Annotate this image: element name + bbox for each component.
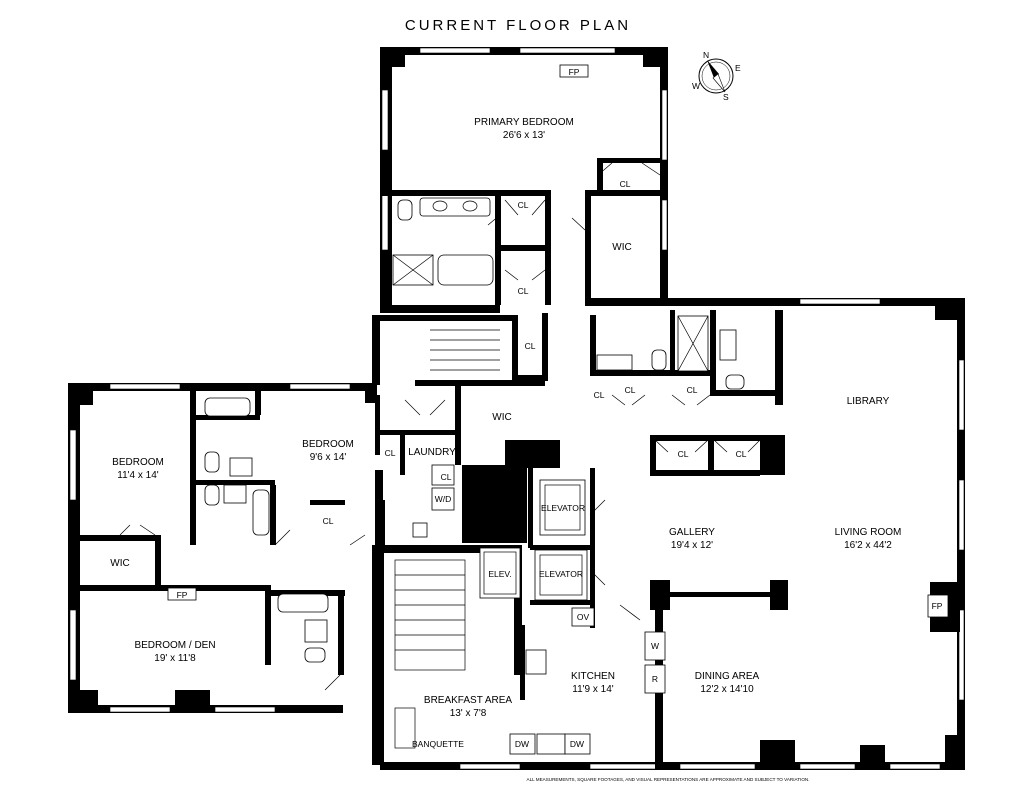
room-living-room: LIVING ROOM 16'2 x 44'2 <box>835 527 902 551</box>
room-name: GALLERY <box>669 527 715 538</box>
fixture-labels: FP FP FP W/D ELEVATOR ELEV. ELEVATOR OV … <box>177 67 943 749</box>
room-library: LIBRARY <box>847 396 890 407</box>
closet-label: CL <box>625 385 636 395</box>
room-bedroom-left: BEDROOM 11'4 x 14' <box>112 457 164 481</box>
wic-label: WIC <box>110 558 129 569</box>
closet-label: CL <box>687 385 698 395</box>
elevator-label: ELEVATOR <box>541 503 585 513</box>
fireplace-label: FP <box>569 67 580 77</box>
closet-label: CL <box>385 448 396 458</box>
closet-label: CL <box>620 179 631 189</box>
room-name: LIBRARY <box>847 396 890 407</box>
room-breakfast-area: BREAKFAST AREA 13' x 7'8 <box>424 695 513 719</box>
room-dining-area: DINING AREA 12'2 x 14'10 <box>695 671 760 695</box>
compass-e: E <box>735 63 741 73</box>
room-kitchen: KITCHEN 11'9 x 14' <box>571 671 615 695</box>
refrigerator-label: R <box>652 674 658 684</box>
room-dims: 26'6 x 13' <box>503 130 545 141</box>
room-dims: 19' x 11'8 <box>154 653 196 664</box>
closet-labels: CL CL CL CL CL CL CL CL CL CL CL CL WIC … <box>110 179 746 569</box>
banquette-label: BANQUETTE <box>412 739 464 749</box>
room-bedroom-den: BEDROOM / DEN 19' x 11'8 <box>134 640 215 664</box>
disclaimer: ALL MEASUREMENTS, SQUARE FOOTAGES, AND V… <box>527 777 810 782</box>
oven-label: OV <box>577 612 590 622</box>
room-name: BEDROOM <box>302 439 354 450</box>
stairs <box>394 329 500 671</box>
room-laundry-label: LAUNDRY <box>408 447 456 458</box>
elevator-label: ELEV. <box>488 569 511 579</box>
closet-label: CL <box>594 390 605 400</box>
dishwasher-label: DW <box>570 739 584 749</box>
closet-label: CL <box>518 286 529 296</box>
room-name: BEDROOM / DEN <box>134 640 215 651</box>
compass-n: N <box>703 50 709 60</box>
room-bedroom-mid: BEDROOM 9'6 x 14' <box>302 439 354 463</box>
wic-label: WIC <box>492 412 511 423</box>
fireplace-label: FP <box>177 590 188 600</box>
room-dims: 16'2 x 44'2 <box>844 540 892 551</box>
compass-w: W <box>692 81 700 91</box>
closet-label: CL <box>518 200 529 210</box>
room-gallery: GALLERY 19'4 x 12' <box>669 527 715 551</box>
plan-title: CURRENT FLOOR PLAN <box>405 17 631 34</box>
room-dims: 13' x 7'8 <box>450 708 487 719</box>
room-name: BEDROOM <box>112 457 164 468</box>
closet-label: CL <box>441 472 452 482</box>
wine-label: W <box>651 641 659 651</box>
closet-label: CL <box>323 516 334 526</box>
fireplace-label: FP <box>932 601 943 611</box>
room-name: KITCHEN <box>571 671 615 682</box>
room-dims: 11'9 x 14' <box>572 684 614 695</box>
closet-label: CL <box>736 449 747 459</box>
room-dims: 19'4 x 12' <box>671 540 713 551</box>
dishwasher-label: DW <box>515 739 529 749</box>
room-dims: 9'6 x 14' <box>310 452 347 463</box>
room-name: DINING AREA <box>695 671 760 682</box>
compass-icon: N E S W <box>692 50 741 102</box>
room-primary-bedroom: PRIMARY BEDROOM 26'6 x 13' <box>474 117 574 141</box>
room-name: LIVING ROOM <box>835 527 902 538</box>
windows <box>69 47 965 770</box>
closet-label: CL <box>525 341 536 351</box>
fixtures <box>167 64 949 755</box>
elevator-label: ELEVATOR <box>539 569 583 579</box>
room-name: PRIMARY BEDROOM <box>474 117 574 128</box>
room-dims: 12'2 x 14'10 <box>700 684 754 695</box>
room-name: BREAKFAST AREA <box>424 695 513 706</box>
closet-label: CL <box>678 449 689 459</box>
exterior-walls <box>68 47 965 770</box>
wic-label: WIC <box>612 242 631 253</box>
door-swings <box>119 162 761 691</box>
washer-dryer-label: W/D <box>435 494 452 504</box>
room-dims: 11'4 x 14' <box>117 470 159 481</box>
compass-s: S <box>723 92 729 102</box>
